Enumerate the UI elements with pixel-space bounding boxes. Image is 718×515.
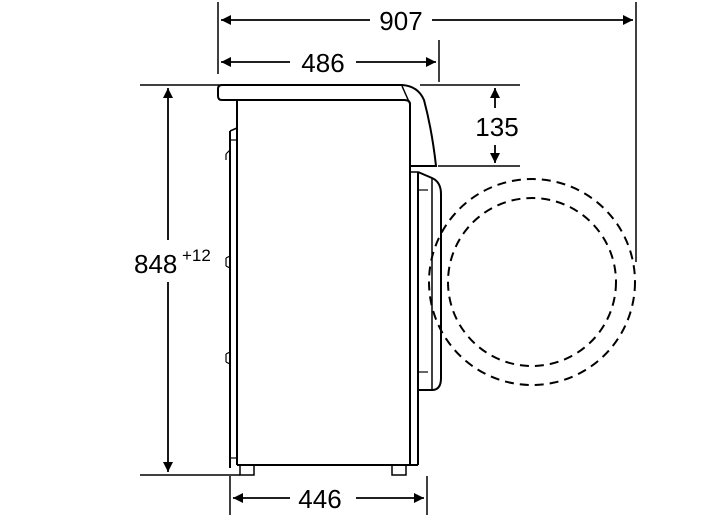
- dimension-top-depth: 486: [221, 40, 440, 82]
- top-depth-label: 486: [301, 48, 344, 78]
- machine-feet: [239, 464, 407, 476]
- door-swing-outline: [428, 178, 636, 386]
- dimension-overall-depth: 907: [217, 2, 637, 262]
- door-offset-label: 135: [475, 112, 518, 142]
- base-depth-label: 446: [298, 484, 341, 514]
- dimension-door-offset: 135: [420, 84, 520, 167]
- overall-depth-label: 907: [379, 6, 422, 36]
- dimension-height: 848 +12: [134, 84, 240, 476]
- door-closed: [417, 171, 442, 391]
- height-tolerance-label: +12: [182, 246, 211, 265]
- machine-body: [217, 84, 438, 468]
- height-label: 848: [134, 249, 177, 279]
- dimension-base-depth: 446: [229, 476, 428, 515]
